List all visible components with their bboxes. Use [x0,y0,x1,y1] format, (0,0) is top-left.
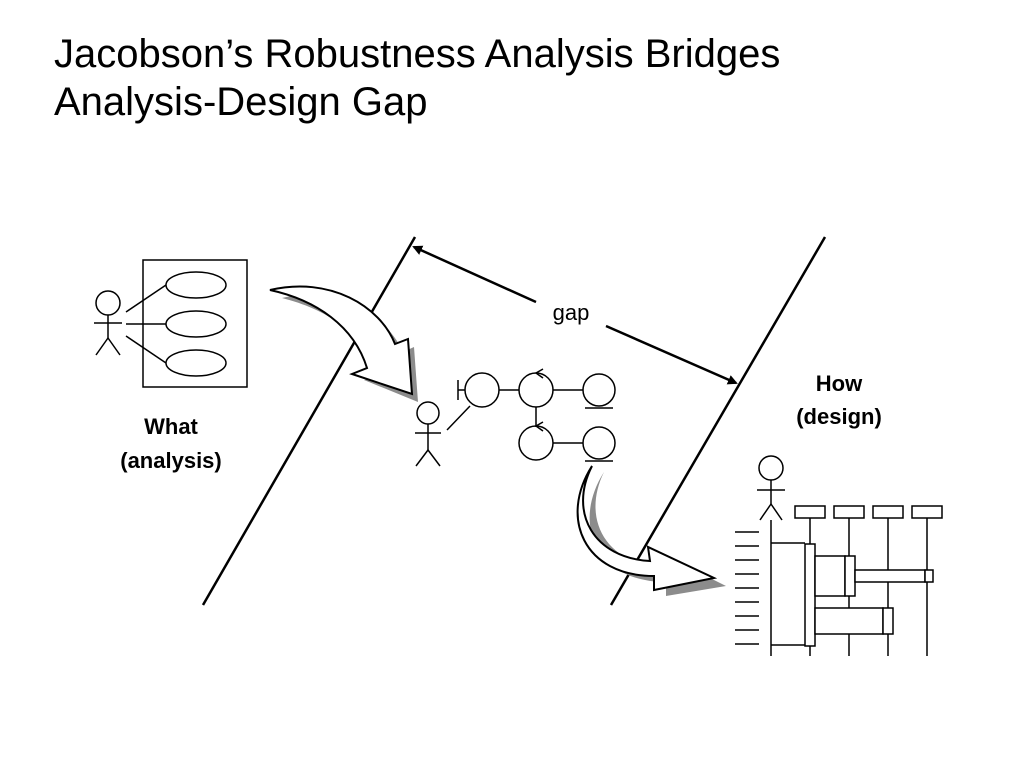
sequence-diagram [735,455,943,656]
activation-bar [814,555,846,597]
object-box [911,505,943,519]
association-line [125,335,167,364]
use-case-ellipse [165,271,227,299]
association-line [125,284,167,313]
transition-arrow-analysis [269,285,418,402]
gap-arrow-right [605,324,738,385]
slide-title-line1: Jacobson’s Robustness Analysis Bridges [54,32,781,76]
use-case-ellipse [165,349,227,377]
object-box [833,505,865,519]
gap-label: gap [553,300,590,325]
step-marks [735,531,759,645]
what-sub-label: (analysis) [120,448,222,473]
entity-object-icon [582,373,616,409]
activation-bar [844,555,856,597]
slide-title-line2: Analysis-Design Gap [54,80,428,124]
entity-object-icon [582,426,616,462]
association-line [446,405,471,431]
object-box [872,505,904,519]
use-case-ellipse [165,310,227,338]
activation-bar [814,607,884,635]
left-gap-boundary [201,236,417,606]
activation-bar [854,569,926,583]
right-gap-boundary [609,236,827,606]
gap-arrow-left [412,245,537,304]
actor-icon [415,401,441,467]
control-object-icon [518,368,554,408]
robustness-diagram [415,368,616,467]
boundary-object-icon [457,372,500,408]
use-case-diagram [94,259,248,388]
how-sub-label: (design) [796,404,882,429]
what-label: What [144,414,198,439]
activation-bar [882,607,894,635]
transition-arrow-design [576,465,726,596]
how-label: How [816,371,863,396]
slide-title: Jacobson’s Robustness Analysis Bridges A… [54,30,994,126]
control-object-icon [518,421,554,461]
object-box [794,505,826,519]
activation-bar [804,543,816,647]
actor-icon [94,290,122,356]
activation-bar [924,569,934,583]
actor-icon [757,455,785,521]
